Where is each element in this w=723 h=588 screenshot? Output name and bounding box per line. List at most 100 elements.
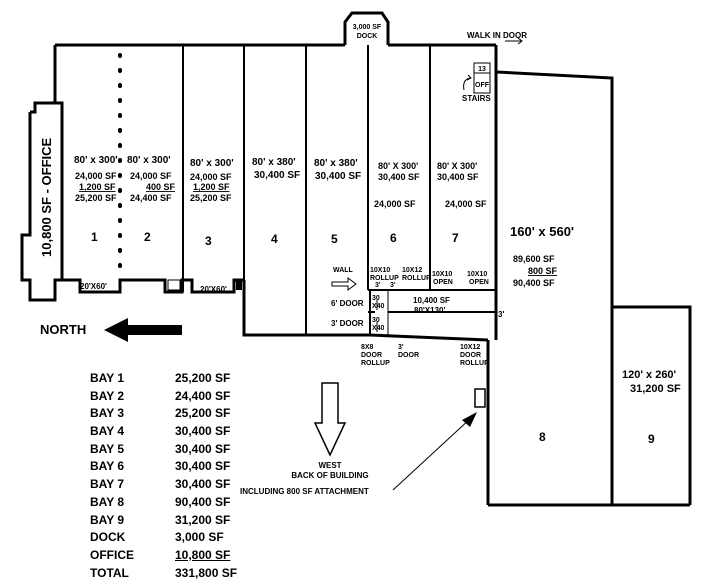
small-room-label-a: 20'X60' (80, 282, 107, 291)
bay-1-number: 1 (91, 230, 98, 244)
building-outline (20, 11, 692, 507)
room-10400-label: 10,400 SF (413, 296, 450, 305)
bay-4-l1: 30,400 SF (254, 170, 300, 181)
walk-in-door-label: WALK IN DOOR (467, 31, 527, 40)
bay-9-number: 9 (648, 432, 655, 446)
bay-6-l1: 30,400 SF (378, 172, 420, 182)
bay-5-dims: 80' x 380' (314, 158, 358, 169)
three-door-b1: 3' (398, 344, 404, 351)
north-label: NORTH (40, 322, 86, 337)
attachment-arrow-line (392, 417, 472, 491)
bay-1-l3: 25,200 SF (75, 193, 117, 203)
door-8x8-a: 8X8 (361, 344, 374, 351)
west-label: WEST (318, 461, 341, 470)
summary-value: 10,800 SF (175, 547, 231, 562)
bay-9-dims: 120' x 260' (622, 369, 677, 381)
summary-name: BAY 4 (90, 424, 125, 439)
summary-name: DOCK (90, 530, 126, 545)
six-door-label: 6' DOOR (331, 299, 364, 308)
attachment-arrow-head (462, 412, 477, 427)
office-block-label: 10,800 SF - OFFICE (39, 137, 54, 257)
summary-value: 30,400 SF (175, 424, 231, 439)
bay-2-number: 2 (144, 230, 151, 244)
dock-label-2: DOCK (357, 33, 378, 40)
summary-row: BAY 3 25,200 SF (90, 405, 250, 423)
summary-name: BAY 2 (90, 388, 125, 403)
three-ft-label-b: 3' (390, 282, 396, 289)
room-10400-dims: 80'X130' (414, 306, 445, 315)
wall-arrow-icon (331, 277, 357, 291)
attachment-note: INCLUDING 800 SF ATTACHMENT (240, 487, 369, 496)
bay-8-l2: 800 SF (528, 266, 558, 276)
bay-7-l1: 30,400 SF (437, 172, 479, 182)
bay-7-l2: 24,000 SF (445, 199, 487, 209)
three-door-label: 3' DOOR (331, 319, 364, 328)
wall-label: WALL (333, 267, 354, 274)
three-ft-label-a: 3' (375, 282, 381, 289)
three-ft-label-c: 3' (498, 310, 504, 319)
summary-name: OFFICE (90, 547, 134, 562)
bay-9-l1: 31,200 SF (630, 383, 681, 395)
bay-4-dims: 80' x 380' (252, 157, 296, 168)
bay-2-dims: 80' x 300' (127, 155, 171, 166)
stairs-label: STAIRS (462, 94, 491, 103)
door-8x8-b: DOOR (361, 352, 382, 359)
door-10x12b-c: ROLLUP (460, 360, 489, 367)
walk-in-door-arrow (505, 37, 523, 45)
bay-3-l3: 25,200 SF (190, 193, 232, 203)
bay-3-l2: 1,200 SF (193, 182, 230, 192)
bay-1-l2: 1,200 SF (79, 182, 116, 192)
summary-name: BAY 9 (90, 512, 125, 527)
bay-3-number: 3 (205, 234, 212, 248)
bay-8-dims: 160' x 560' (510, 224, 574, 239)
door-10x10-open-a: 10X10 (432, 271, 452, 278)
bay-5-number: 5 (331, 232, 338, 246)
bay-2-l3: 24,400 SF (130, 193, 172, 203)
bay-6-l2: 24,000 SF (374, 199, 416, 209)
bay-8-l3: 90,400 SF (513, 278, 555, 288)
door-8x8-c: ROLLUP (361, 360, 390, 367)
summary-row: OFFICE 10,800 SF (90, 547, 250, 565)
summary-value: 24,400 SF (175, 388, 231, 403)
small-room-label-b: 20'X60' (200, 285, 227, 294)
bay-5-l1: 30,400 SF (315, 171, 361, 182)
summary-name: TOTAL (90, 565, 129, 580)
room-30x40a-2: X40 (372, 303, 385, 310)
north-arrow-icon (104, 318, 182, 342)
summary-value: 25,200 SF (175, 406, 231, 421)
door-10x10-open-b: OPEN (433, 279, 453, 286)
stairs-arrow (463, 74, 472, 91)
summary-value: 3,000 SF (175, 530, 224, 545)
bay-2-l1: 24,000 SF (130, 171, 172, 181)
bay-7-number: 7 (452, 231, 459, 245)
bay-3-dims: 80' x 300' (190, 158, 234, 169)
summary-name: BAY 6 (90, 459, 125, 474)
bay-1-l1: 24,000 SF (75, 171, 117, 181)
summary-row: BAY 8 90,400 SF (90, 494, 250, 512)
bay-3-l1: 24,000 SF (190, 172, 232, 182)
summary-value: 30,400 SF (175, 441, 231, 456)
summary-row: DOCK 3,000 SF (90, 529, 250, 547)
summary-row: BAY 2 24,400 SF (90, 388, 250, 406)
summary-value: 90,400 SF (175, 494, 231, 509)
bay-8-number: 8 (539, 430, 546, 444)
room-30x40b-1: 30 (372, 317, 380, 324)
summary-value: 30,400 SF (175, 477, 231, 492)
west-arrow-icon (313, 382, 347, 457)
bay-6-number: 6 (390, 231, 397, 245)
door-10x12-rollup-a: 10X12 (402, 267, 422, 274)
summary-row: BAY 4 30,400 SF (90, 423, 250, 441)
door-10x12-rollup-b: ROLLUP (402, 275, 431, 282)
summary-value: 331,800 SF (175, 565, 238, 580)
summary-value: 30,400 SF (175, 459, 231, 474)
room-30x40b-2: X40 (372, 325, 385, 332)
summary-row: TOTAL 331,800 SF (90, 565, 250, 583)
summary-name: BAY 3 (90, 406, 125, 421)
summary-row: BAY 6 30,400 SF (90, 458, 250, 476)
summary-name: BAY 8 (90, 494, 125, 509)
